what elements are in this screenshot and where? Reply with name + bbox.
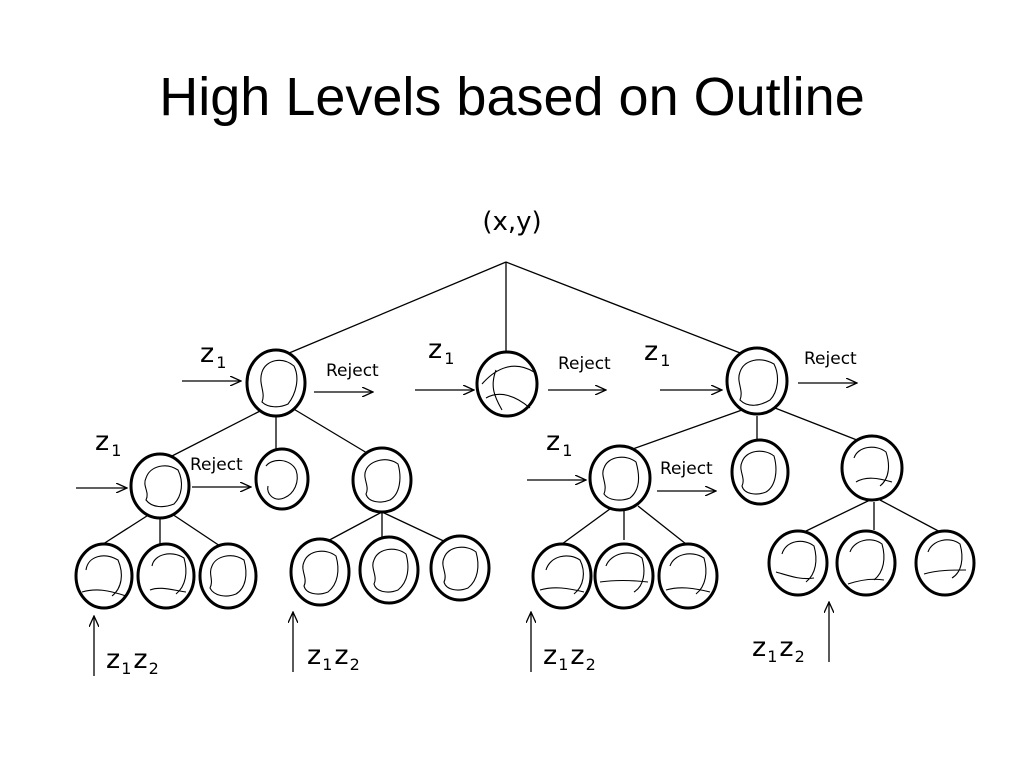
node-level3-1 xyxy=(74,542,134,610)
reject-label: Reject xyxy=(558,354,611,374)
tree-nodes xyxy=(74,346,976,610)
outline-sketch xyxy=(209,555,247,597)
outline-sketch xyxy=(265,459,298,500)
outline-sketch xyxy=(923,539,967,579)
edge-lr-3 xyxy=(381,511,451,545)
outline-sketch xyxy=(144,465,183,508)
outline-sketch xyxy=(302,550,339,595)
node-level3-7 xyxy=(531,542,593,610)
z1z2-labels: z1z2 z1z2 z1z2 z1z2 xyxy=(106,632,805,678)
node-level3-6 xyxy=(429,534,491,602)
edge-left-1 xyxy=(171,409,263,457)
bottom-arrows xyxy=(94,602,829,676)
node-level1-mid xyxy=(475,350,539,418)
outline-sketch xyxy=(853,446,893,487)
outline-sketch xyxy=(442,546,479,591)
reject-label: Reject xyxy=(660,459,713,479)
outline-sketch xyxy=(775,540,817,583)
node-level3-12 xyxy=(914,529,976,597)
outline-sketch xyxy=(260,359,298,408)
node-level3-10 xyxy=(767,529,829,597)
outline-sketch xyxy=(602,456,640,501)
edge-ll-1 xyxy=(99,513,151,547)
edge-right-3 xyxy=(774,407,863,443)
node-level2-d xyxy=(588,444,652,512)
node-level3-2 xyxy=(136,542,196,610)
node-level2-a xyxy=(129,452,191,520)
outline-sketch xyxy=(665,553,711,595)
edge-right-1 xyxy=(629,409,743,451)
node-level2-e xyxy=(730,438,790,506)
outline-sketches xyxy=(81,359,967,597)
outline-sketch xyxy=(599,552,649,593)
z1z2-label: z1z2 xyxy=(106,644,159,678)
node-level2-f xyxy=(840,434,904,502)
reject-label: Reject xyxy=(804,349,857,369)
edge-lr-1 xyxy=(321,511,383,545)
edge-rr-1 xyxy=(803,499,871,533)
reject-arrows xyxy=(192,383,857,491)
node-level3-3 xyxy=(198,542,258,610)
outline-sketch xyxy=(740,450,777,495)
root-label: (x,y) xyxy=(482,207,541,237)
edge-left-3 xyxy=(291,407,373,457)
edge-rl-3 xyxy=(637,505,687,545)
z1z2-label: z1z2 xyxy=(307,640,360,674)
edge-root-right xyxy=(505,261,749,357)
outline-sketch xyxy=(847,539,885,585)
edge-rl-1 xyxy=(561,505,615,545)
node-level2-b xyxy=(254,447,310,511)
edge-root-left xyxy=(281,261,507,357)
outline-sketch xyxy=(372,548,409,593)
outline-sketch xyxy=(364,459,401,503)
outline-sketch xyxy=(738,359,779,406)
input-arrows xyxy=(76,381,722,488)
outline-sketch xyxy=(539,555,585,595)
node-level3-5 xyxy=(358,535,420,605)
tree-edges xyxy=(99,261,945,547)
reject-label: Reject xyxy=(326,361,379,381)
edge-rr-3 xyxy=(879,499,945,535)
z1z2-label: z1z2 xyxy=(752,632,805,666)
outline-sketch xyxy=(481,365,535,411)
node-level3-4 xyxy=(289,537,351,607)
edge-ll-3 xyxy=(171,513,221,547)
outline-sketch xyxy=(81,555,127,597)
reject-labels: Reject Reject Reject Reject Reject xyxy=(190,349,857,479)
outline-sketch xyxy=(149,553,187,595)
node-level2-c xyxy=(351,446,413,514)
slide-title: High Levels based on Outline xyxy=(159,67,865,127)
z1z2-label: z1z2 xyxy=(543,640,596,674)
reject-label: Reject xyxy=(190,455,243,475)
